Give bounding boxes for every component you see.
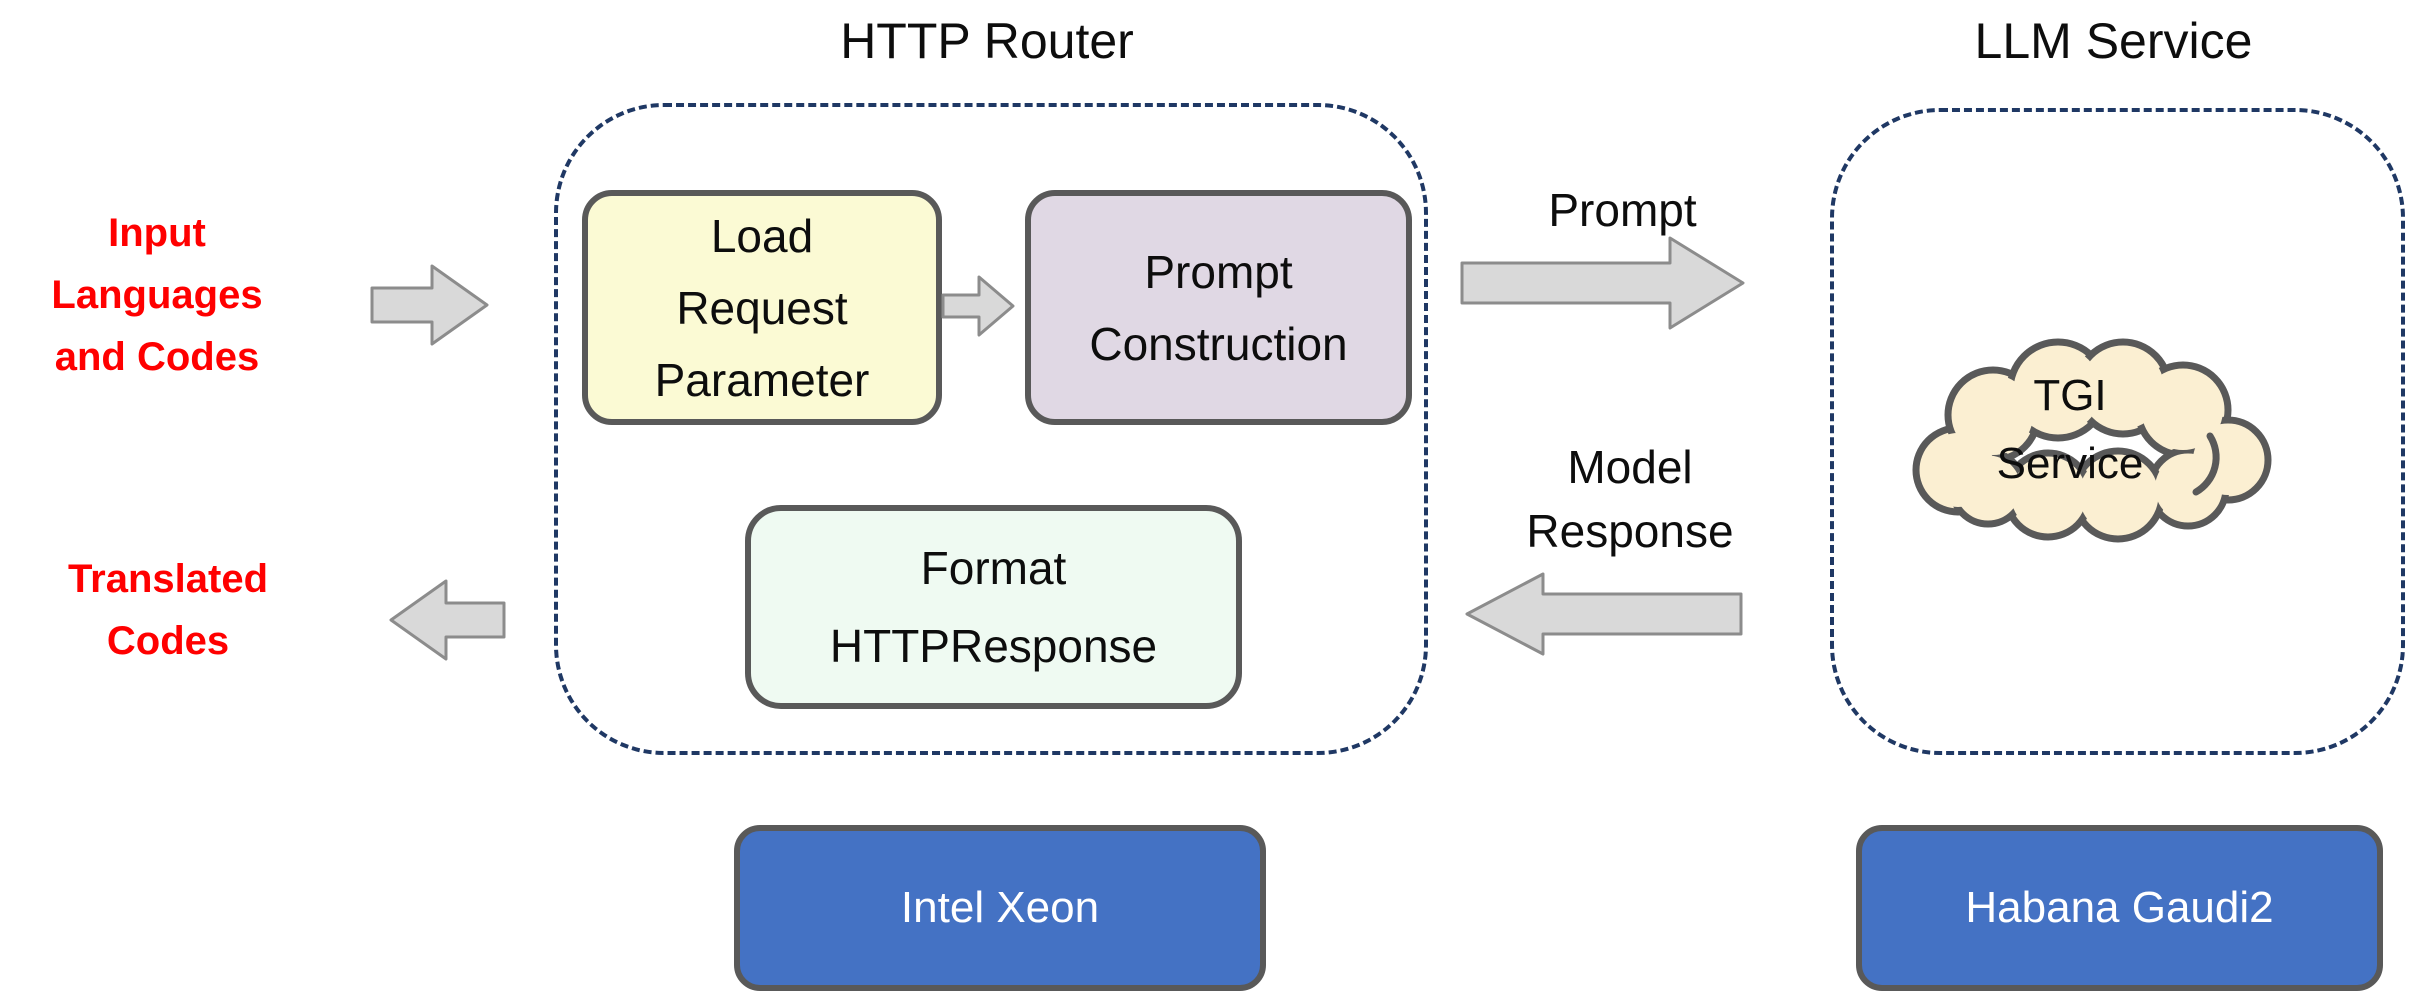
cloud-label-line2: Service — [1996, 439, 2144, 488]
model-response-arrow-left-icon — [1465, 572, 1743, 656]
model-response-line1: Model — [1567, 441, 1693, 493]
translated-arrow-left-icon — [389, 579, 506, 661]
load-request-parameter-box: Load Request Parameter — [582, 190, 942, 425]
prompt-construction-box: Prompt Construction — [1025, 190, 1412, 425]
cloud-label-line1: TGI — [2033, 371, 2107, 420]
connector-arrow-right-icon — [941, 275, 1015, 337]
prompt-flow-label: Prompt — [1548, 184, 1697, 236]
load-box-line1: Load — [710, 209, 814, 262]
format-httpresponse-box: Format HTTPResponse — [745, 505, 1242, 709]
llm-service-container — [1830, 108, 2405, 755]
habana-gaudi2-chip: Habana Gaudi2 — [1856, 825, 2383, 991]
format-box-line2: HTTPResponse — [829, 620, 1158, 672]
http-router-title: HTTP Router — [840, 13, 1134, 69]
load-box-line3: Parameter — [654, 353, 870, 406]
input-arrow-right-icon — [370, 264, 489, 346]
tgi-service-cloud-label: TGI Service — [1900, 362, 2240, 498]
prompt-arrow-right-icon — [1460, 236, 1745, 330]
intel-xeon-chip: Intel Xeon — [734, 825, 1266, 991]
translated-codes-label: Translated Codes — [38, 548, 298, 672]
prompt-box-line2: Construction — [1089, 317, 1348, 370]
prompt-box-line1: Prompt — [1144, 245, 1293, 298]
llm-service-title: LLM Service — [1974, 13, 2253, 69]
input-label-line3: and Codes — [54, 335, 260, 379]
model-response-flow-label: Model Response — [1475, 435, 1785, 563]
input-languages-label: Input Languages and Codes — [27, 202, 287, 388]
tgi-service-cloud-icon — [1912, 338, 2272, 543]
model-response-line2: Response — [1526, 505, 1734, 557]
http-router-container — [554, 103, 1428, 755]
input-label-line2: Languages — [51, 273, 263, 317]
output-label-line1: Translated — [67, 557, 269, 601]
output-label-line2: Codes — [106, 619, 230, 663]
load-box-line2: Request — [676, 281, 848, 334]
input-label-line1: Input — [108, 211, 206, 255]
format-box-line1: Format — [920, 542, 1067, 594]
